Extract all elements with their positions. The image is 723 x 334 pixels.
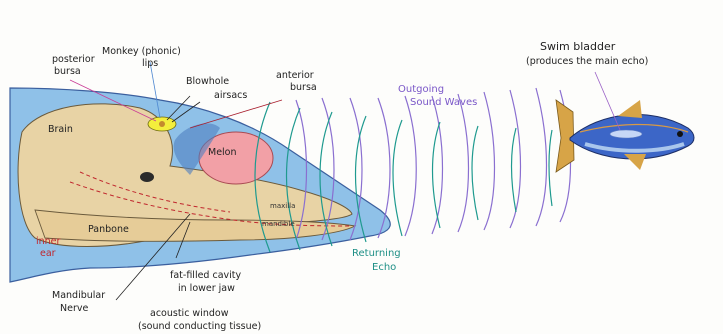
label-inner-ear-1: inner bbox=[36, 236, 61, 247]
label-inner-ear-2: ear bbox=[40, 248, 56, 259]
label-blowhole: Blowhole bbox=[186, 76, 229, 87]
label-melon: Melon bbox=[208, 147, 237, 158]
label-monkey-lips-1: Monkey (phonic) bbox=[102, 46, 181, 57]
label-acoustic-window-2: (sound conducting tissue) bbox=[138, 321, 261, 332]
label-posterior-bursa-2: bursa bbox=[54, 66, 81, 77]
swim-bladder bbox=[610, 130, 642, 138]
label-mandibular-nerve-1: Mandibular bbox=[52, 290, 105, 301]
label-airsacs: airsacs bbox=[214, 90, 247, 101]
label-swim-bladder-1: Swim bladder bbox=[540, 40, 616, 53]
label-maxilla: maxilla bbox=[270, 202, 295, 210]
phonic-lips bbox=[159, 121, 165, 127]
fish bbox=[556, 100, 694, 172]
fish-dorsal-fin bbox=[618, 100, 642, 118]
label-acoustic-window-1: acoustic window bbox=[150, 308, 229, 319]
label-returning-1: Returning bbox=[352, 248, 401, 259]
label-mandible: mandible bbox=[262, 220, 295, 228]
label-anterior-bursa-1: anterior bbox=[276, 70, 314, 81]
eye bbox=[140, 172, 154, 182]
label-swim-bladder-2: (produces the main echo) bbox=[526, 56, 648, 67]
label-fat-cavity-2: in lower jaw bbox=[178, 283, 235, 294]
label-brain: Brain bbox=[48, 124, 73, 135]
fish-ventral-fin bbox=[624, 154, 646, 170]
label-mandibular-nerve-2: Nerve bbox=[60, 303, 88, 314]
label-monkey-lips-2: lips bbox=[142, 58, 158, 69]
label-pan-bone: Panbone bbox=[88, 224, 129, 235]
label-posterior-bursa-1: posterior bbox=[52, 54, 95, 65]
fish-eye bbox=[677, 131, 683, 137]
label-anterior-bursa-2: bursa bbox=[290, 82, 317, 93]
fish-tail bbox=[556, 100, 574, 172]
label-fat-cavity-1: fat-filled cavity bbox=[170, 270, 242, 281]
label-returning-2: Echo bbox=[372, 262, 396, 273]
label-outgoing-1: Outgoing bbox=[398, 84, 444, 95]
label-outgoing-2: Sound Waves bbox=[410, 97, 477, 108]
